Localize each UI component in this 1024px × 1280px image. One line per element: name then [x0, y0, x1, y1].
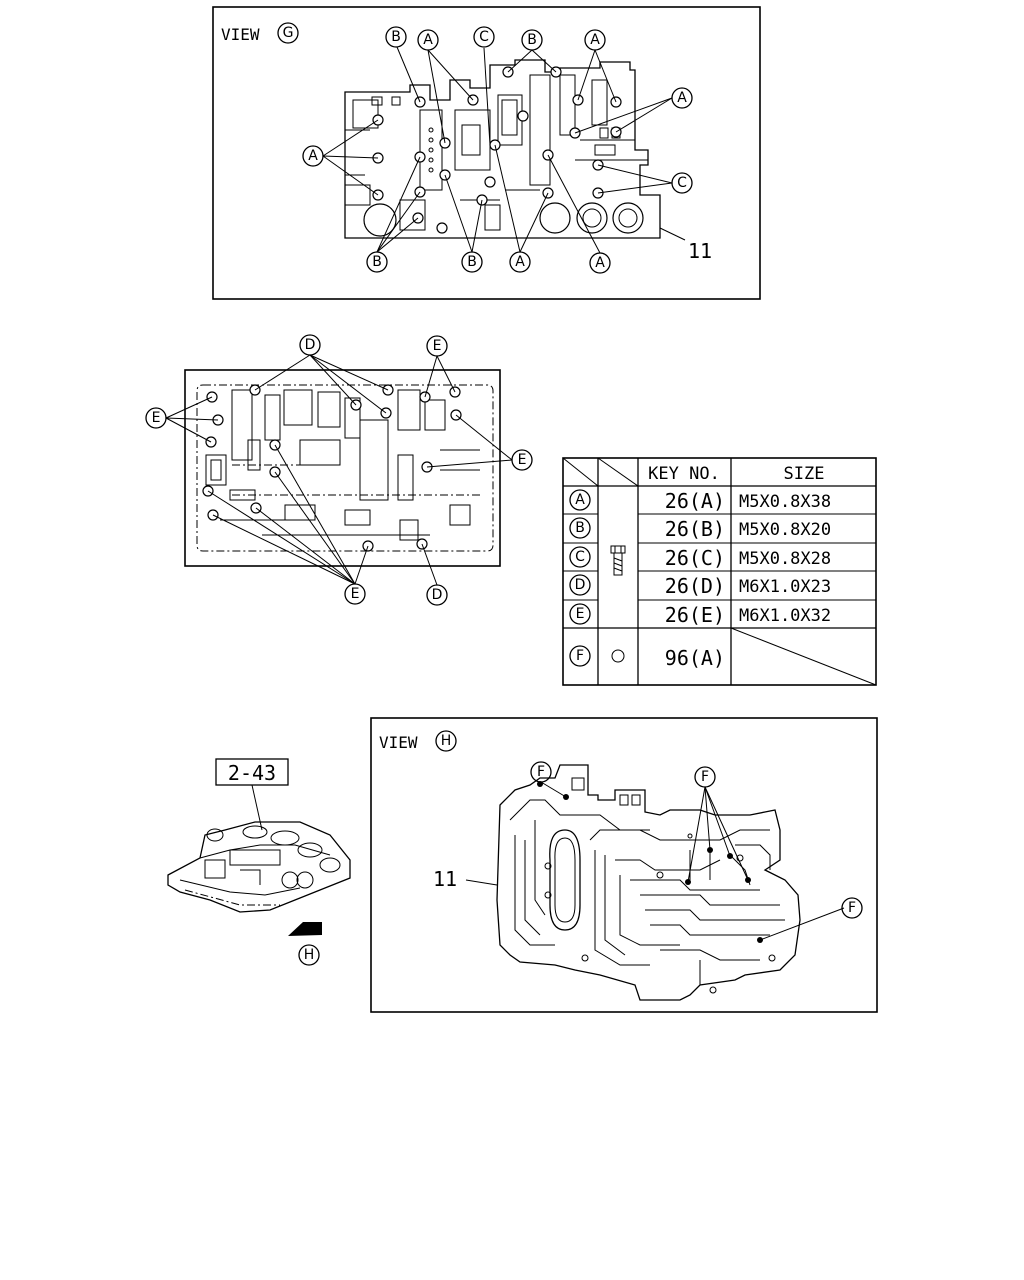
row-size: M5X0.8X38	[739, 492, 831, 512]
row-letter: E	[576, 606, 585, 622]
callout-a: A	[590, 32, 600, 48]
check-ball-locations	[537, 781, 763, 943]
callouts-plate: D E E E E D	[145, 334, 533, 606]
callout-e: E	[351, 586, 360, 602]
row-key-no: 26(A)	[665, 489, 725, 513]
row-key-no: 26(C)	[665, 546, 725, 570]
callout-a: A	[515, 254, 525, 270]
bolt-icon	[610, 545, 626, 576]
callout-b: B	[467, 254, 477, 270]
row-size: M5X0.8X20	[739, 520, 831, 540]
callout-e: E	[433, 338, 442, 354]
view-g-panel: VIEW G	[212, 6, 761, 300]
part-number-view-g: 11	[688, 239, 712, 263]
header-size: SIZE	[784, 464, 825, 484]
row-size: M6X1.0X32	[739, 606, 831, 626]
header-key-no: KEY NO.	[648, 464, 720, 484]
table-row: B 26(B) M5X0.8X20	[569, 517, 831, 541]
callout-a: A	[423, 32, 433, 48]
row-letter: D	[575, 577, 586, 593]
valve-body-view-h	[496, 764, 801, 1001]
bolt-holes-plate	[202, 384, 462, 552]
table-row: A 26(A) M5X0.8X38	[569, 489, 831, 513]
view-g-letter: G	[283, 25, 294, 41]
table-row: D 26(D) M6X1.0X23	[569, 574, 831, 598]
table-row: F 96(A)	[569, 645, 725, 670]
row-size: M6X1.0X23	[739, 577, 831, 597]
assembly-ref-code: 2-43	[228, 761, 276, 785]
callout-b: B	[391, 29, 401, 45]
separator-plate-view: D E E E E D	[145, 334, 533, 606]
table-row: E 26(E) M6X1.0X32	[569, 603, 831, 627]
table-row: C 26(C) M5X0.8X28	[569, 546, 831, 570]
leaders-view-h	[465, 781, 845, 941]
callouts-view-h: F F F	[530, 761, 863, 919]
callout-f: F	[537, 764, 545, 780]
check-ball-icon	[611, 649, 625, 663]
callout-b: B	[372, 254, 382, 270]
callout-a: A	[677, 90, 687, 106]
row-key-no: 26(D)	[665, 574, 725, 598]
callout-c: C	[479, 29, 489, 45]
row-letter: B	[575, 520, 585, 536]
callout-d: D	[432, 587, 443, 603]
callouts-view-g: B A C B A A A C B B A A	[302, 26, 693, 274]
callout-c: C	[677, 175, 687, 191]
leaders-view-g	[322, 46, 686, 254]
view-direction-arrow-icon	[288, 922, 322, 936]
view-h-panel: VIEW H	[370, 717, 878, 1013]
row-letter: F	[576, 648, 584, 664]
callout-f: F	[701, 769, 709, 785]
callout-d: D	[305, 337, 316, 353]
row-letter: A	[575, 492, 585, 508]
bolt-size-table: KEY NO. SIZE A 26(A) M5X0.8X38 B 26(B) M…	[562, 457, 877, 686]
arrow-letter: H	[304, 947, 315, 963]
row-key-no: 96(A)	[665, 646, 725, 670]
row-key-no: 26(B)	[665, 517, 725, 541]
part-number-view-h: 11	[433, 867, 457, 891]
callout-b: B	[527, 32, 537, 48]
view-h-label: VIEW	[379, 733, 418, 752]
callout-a: A	[595, 255, 605, 271]
valve-body-view-g	[344, 59, 661, 239]
callout-a: A	[308, 148, 318, 164]
callout-f: F	[848, 900, 856, 916]
row-size: M5X0.8X28	[739, 549, 831, 569]
callout-e: E	[152, 410, 161, 426]
view-g-label: VIEW	[221, 25, 260, 44]
row-letter: C	[575, 549, 585, 565]
callout-e: E	[518, 452, 527, 468]
assembly-isometric: 2-43 H	[167, 758, 351, 966]
view-h-letter: H	[441, 733, 452, 749]
row-key-no: 26(E)	[665, 603, 725, 627]
leaders-plate	[165, 354, 513, 586]
